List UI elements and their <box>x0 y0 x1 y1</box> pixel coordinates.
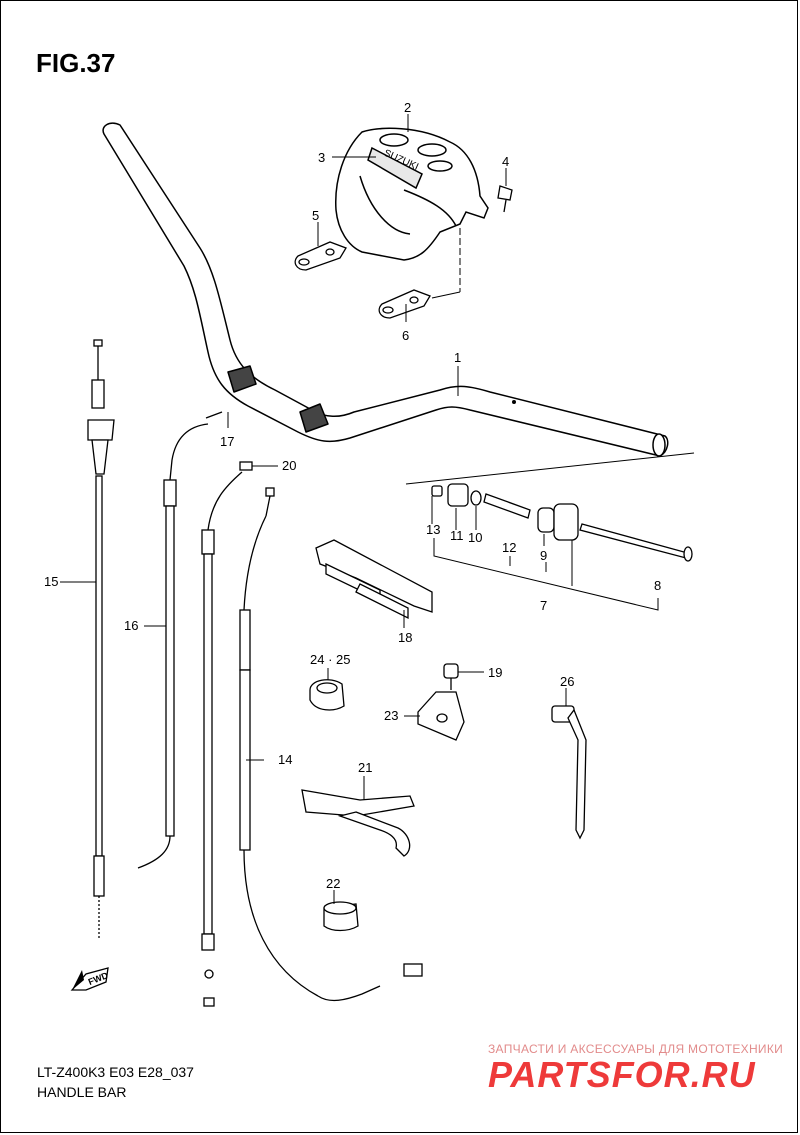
handlebar-cover[interactable] <box>335 127 489 261</box>
figure-title: FIG.37 <box>36 48 116 78</box>
callout-17: 17 <box>220 434 234 449</box>
callout-14: 14 <box>278 752 292 767</box>
callout-21: 21 <box>358 760 372 775</box>
cable-16[interactable] <box>137 411 223 869</box>
part-9-rubber <box>537 507 555 533</box>
callout-11: 11 <box>450 528 464 543</box>
bracket-6[interactable] <box>378 289 431 319</box>
part-11-collar <box>447 483 469 507</box>
callout-26: 26 <box>560 674 574 689</box>
cable-14[interactable] <box>239 487 423 1002</box>
callout-1: 1 <box>454 350 461 365</box>
callout-12: 12 <box>502 540 516 555</box>
cable-tie-26[interactable] <box>551 705 587 840</box>
bracket-18[interactable] <box>315 539 433 620</box>
leader-lines <box>60 114 567 904</box>
part-10-washer <box>470 490 482 506</box>
handlebar[interactable] <box>102 122 669 457</box>
callout-4: 4 <box>502 154 509 169</box>
bar-end-parts[interactable] <box>431 483 693 562</box>
holder-21[interactable] <box>301 789 415 857</box>
callout-5: 5 <box>312 208 319 223</box>
watermark-tagline: ЗАПЧАСТИ И АКСЕССУАРЫ ДЛЯ МОТОТЕХНИКИ <box>488 1042 784 1056</box>
callout-3: 3 <box>318 150 325 165</box>
figure-name: HANDLE BAR <box>37 1084 127 1100</box>
part-8-bolt <box>579 523 687 559</box>
clamp-22[interactable] <box>323 901 359 932</box>
callout-9: 9 <box>540 548 547 563</box>
part-7-weight <box>553 503 579 541</box>
callout-18: 18 <box>398 630 412 645</box>
model-code: LT-Z400K3 E03 E28_037 <box>37 1064 194 1080</box>
callout-15: 15 <box>44 574 58 589</box>
callout-16: 16 <box>124 618 138 633</box>
callout-10: 10 <box>468 530 482 545</box>
callout-6: 6 <box>402 328 409 343</box>
part-13-cap <box>431 485 443 497</box>
callout-13: 13 <box>426 522 440 537</box>
callout-20: 20 <box>282 458 296 473</box>
callout-24-25: 24 · 25 <box>310 652 350 667</box>
part-12-sleeve <box>483 493 531 519</box>
callout-23: 23 <box>384 708 398 723</box>
callout-7: 7 <box>540 598 547 613</box>
callout-19: 19 <box>488 665 502 680</box>
cable-20[interactable] <box>201 461 253 1007</box>
callout-2: 2 <box>404 100 411 115</box>
callout-8: 8 <box>654 578 661 593</box>
callout-22: 22 <box>326 876 340 891</box>
bolt-19[interactable] <box>443 663 459 690</box>
clamp-24-25[interactable] <box>309 679 345 711</box>
screw-4[interactable] <box>497 185 513 213</box>
bracket-5[interactable] <box>294 241 347 271</box>
cable-15[interactable] <box>87 339 115 940</box>
watermark-logo: PARTSFOR.RU <box>488 1054 756 1095</box>
bar-end-axis <box>405 452 695 485</box>
holder-23[interactable] <box>417 691 465 741</box>
fwd-arrow-icon: FWD <box>70 967 110 991</box>
